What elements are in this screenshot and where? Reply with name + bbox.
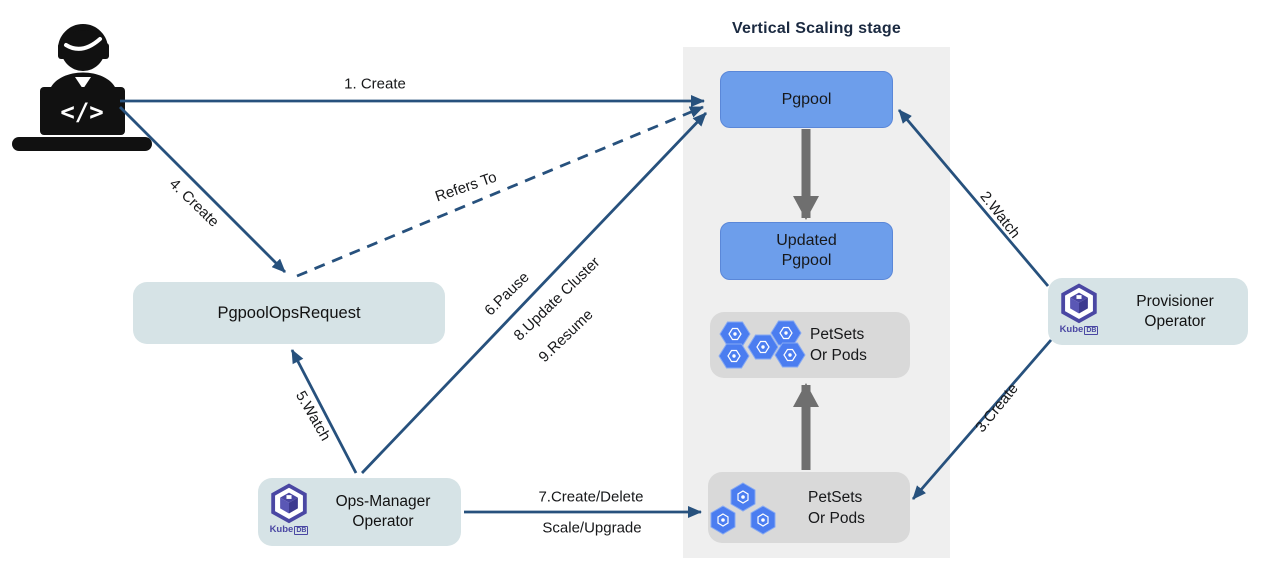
edge-label-refers-to: Refers To <box>433 168 499 206</box>
petsets-bottom-line2: Or Pods <box>808 509 865 527</box>
petsets-top-line2: Or Pods <box>810 347 867 364</box>
pod-hexagon-cluster-icon <box>710 482 776 535</box>
edge-refers-to <box>296 105 704 278</box>
petsets-bottom-line1: PetSets <box>808 488 863 506</box>
kubedb-logo-icon: Kube DB <box>1058 283 1100 341</box>
node-petsets-bottom: PetSets Or Pods <box>708 472 910 543</box>
edge-label-scale-upgrade-7: Scale/Upgrade <box>542 519 642 537</box>
pod-hexagon-cluster-icon <box>718 320 806 369</box>
kubedb-wordmark-db: DB <box>1084 325 1099 335</box>
edge-create-4 <box>119 106 286 273</box>
kubedb-cube-icon <box>271 483 307 524</box>
kubedb-wordmark: Kube <box>1059 324 1084 335</box>
kubedb-wordmark: Kube <box>269 524 294 535</box>
developer-icon: </> <box>12 24 152 151</box>
ops-manager-line1: Ops-Manager <box>335 493 431 510</box>
node-updated-pgpool: Updated Pgpool <box>720 222 893 280</box>
stage-title: Vertical Scaling stage <box>732 20 901 37</box>
edge-label-pause-6: 6.Pause <box>481 268 533 320</box>
edge-label-update-cluster-8: 8.Update Cluster <box>510 253 604 345</box>
kubedb-cube-icon <box>1061 283 1097 324</box>
edge-label-create-delete-7: 7.Create/Delete <box>538 488 644 506</box>
provisioner-line1: Provisioner <box>1136 292 1214 310</box>
edge-label-create-1: 1. Create <box>344 75 406 93</box>
node-petsets-top: PetSets Or Pods <box>710 312 910 378</box>
node-pgpool-ops-request: PgpoolOpsRequest <box>133 282 445 344</box>
ops-manager-line2: Operator <box>352 513 414 530</box>
edge-label-watch-5: 5.Watch <box>292 388 334 444</box>
kubedb-logo-icon: Kube DB <box>268 483 310 541</box>
updated-pgpool-line1: Updated <box>776 232 837 249</box>
edge-label-create-3: 3.Create <box>972 380 1022 436</box>
kubedb-wordmark-db: DB <box>294 525 309 535</box>
svg-text:</>: </> <box>60 98 103 126</box>
provisioner-line2: Operator <box>1144 312 1206 330</box>
pgpool-label: Pgpool <box>781 90 832 108</box>
updated-pgpool-line2: Pgpool <box>781 252 832 269</box>
edge-label-watch-2: 2.Watch <box>976 188 1024 242</box>
petsets-top-line1: PetSets <box>810 326 865 343</box>
node-ops-manager-operator: Kube DB Ops-Manager Operator <box>258 478 461 546</box>
node-provisioner-operator: Kube DB Provisioner Operator <box>1048 278 1248 345</box>
node-pgpool: Pgpool <box>720 71 893 128</box>
pgpool-ops-request-label: PgpoolOpsRequest <box>217 304 361 322</box>
edge-label-create-4: 4. Create <box>165 175 223 231</box>
